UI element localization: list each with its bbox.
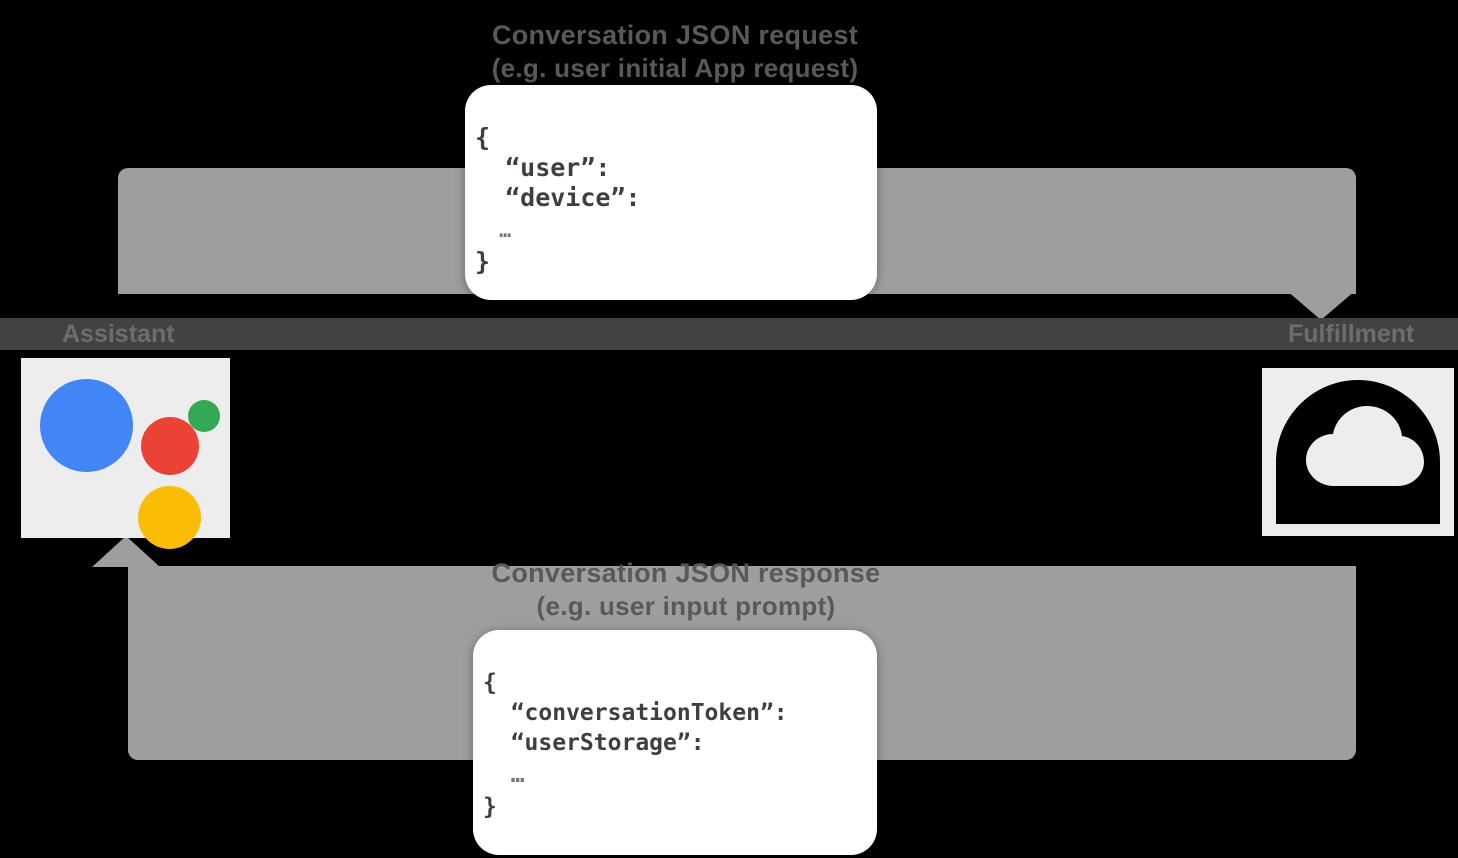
request-caption-line2: (e.g. user initial App request): [491, 53, 859, 83]
assistant-yellow-circle-icon: [138, 486, 201, 549]
center-band: [0, 318, 1458, 350]
assistant-green-circle-icon: [188, 400, 220, 432]
response-json-line-ellipsis: …: [483, 762, 525, 788]
node-label-fulfillment: Fulfillment: [1288, 320, 1415, 348]
request-json-line-user: “user”:: [475, 153, 611, 182]
request-arrow-head: [1286, 290, 1356, 320]
request-caption: Conversation JSON request (e.g. user ini…: [0, 18, 1350, 85]
assistant-icon-tile: [21, 358, 230, 549]
cloud-icon: [1276, 380, 1440, 524]
request-json-line-device: “device”:: [475, 183, 641, 212]
response-json-line-open: {: [483, 670, 497, 696]
request-json-bubble: { “user”: “device”: … }: [465, 85, 877, 300]
fulfillment-icon-tile: [1262, 368, 1454, 536]
response-json-code: { “conversationToken”: “userStorage”: … …: [473, 630, 877, 855]
response-caption-line1: Conversation JSON response: [491, 558, 881, 588]
assistant-red-circle-icon: [141, 417, 199, 475]
response-caption-line2: (e.g. user input prompt): [536, 591, 836, 621]
response-json-line-close: }: [483, 794, 497, 820]
node-label-assistant: Assistant: [62, 320, 175, 348]
request-caption-line1: Conversation JSON request: [491, 20, 859, 50]
response-caption: Conversation JSON response (e.g. user in…: [0, 556, 1372, 623]
response-json-line-storage: “userStorage”:: [483, 730, 705, 756]
assistant-blue-circle-icon: [40, 379, 133, 472]
response-json-bubble: { “conversationToken”: “userStorage”: … …: [473, 630, 877, 855]
request-json-line-ellipsis: …: [475, 218, 512, 242]
request-json-line-close: }: [475, 247, 491, 276]
response-json-line-token: “conversationToken”:: [483, 700, 788, 726]
request-json-code: { “user”: “device”: … }: [465, 85, 877, 300]
request-json-line-open: {: [475, 123, 491, 152]
